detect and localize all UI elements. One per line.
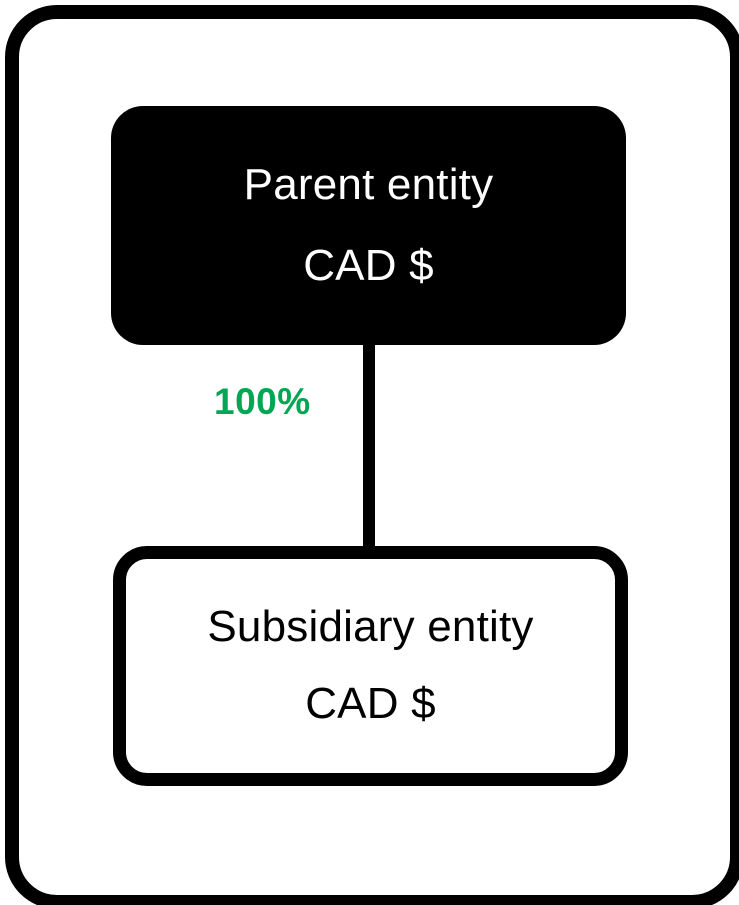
- connector-line-parent-to-subsidiary: [363, 340, 375, 552]
- ownership-percentage-label: 100%: [214, 381, 311, 422]
- parent-entity-name-label: Parent entity: [243, 159, 494, 209]
- outer-frame-border: [5, 5, 739, 905]
- subsidiary-entity-currency-label: CAD $: [305, 679, 436, 728]
- parent-entity-currency-label: CAD $: [303, 240, 434, 290]
- subsidiary-entity-name-label: Subsidiary entity: [207, 602, 534, 652]
- node-subsidiary-entity[interactable]: Subsidiary entity CAD $: [113, 546, 628, 786]
- node-parent-entity[interactable]: Parent entity CAD $: [111, 106, 626, 345]
